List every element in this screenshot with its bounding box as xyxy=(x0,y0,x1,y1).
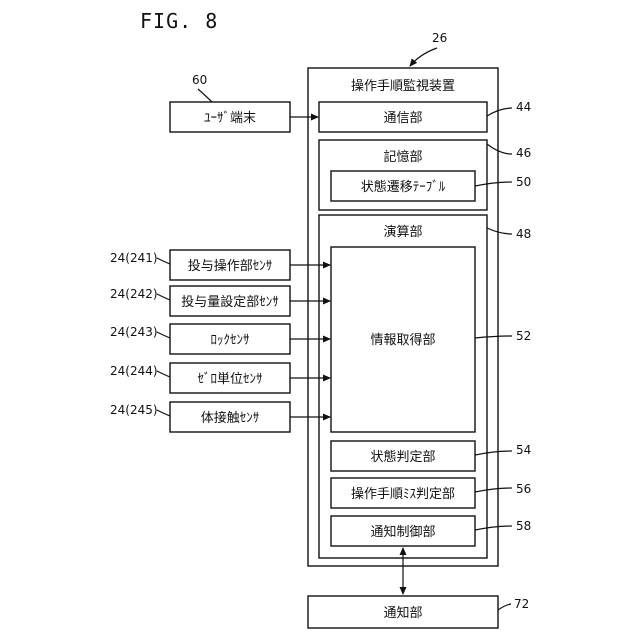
sensor-2: 投与量設定部ｾﾝｻ 24(242) xyxy=(110,286,330,316)
sensor-leader xyxy=(157,294,170,300)
user-terminal-ref: 60 xyxy=(192,73,207,87)
compute-unit-ref: 48 xyxy=(516,227,531,241)
comm-unit-ref: 44 xyxy=(516,100,531,114)
mistake-judge-ref: 56 xyxy=(516,482,531,496)
state-table-label: 状態遷移ﾃｰﾌﾞﾙ xyxy=(361,179,446,195)
compute-unit-label: 演算部 xyxy=(383,224,422,240)
user-terminal-leader xyxy=(198,89,212,102)
sensor-label: ﾛｯｸｾﾝｻ xyxy=(211,333,250,348)
state-judge-label: 状態判定部 xyxy=(370,449,435,465)
monitor-device-title: 操作手順監視装置 xyxy=(351,78,455,94)
sensor-label: 投与量設定部ｾﾝｻ xyxy=(181,294,279,310)
sensor-ref: 24(241) xyxy=(110,251,158,265)
monitor-device-ref: 26 xyxy=(432,31,447,45)
sensor-leader xyxy=(157,258,170,264)
sensor-ref: 24(243) xyxy=(110,325,158,339)
state-table-ref: 50 xyxy=(516,175,531,189)
sensor-leader xyxy=(157,410,170,416)
notify-ctrl-ref: 58 xyxy=(516,519,531,533)
sensor-label: ｾﾞﾛ単位ｾﾝｻ xyxy=(197,371,262,387)
sensor-4: ｾﾞﾛ単位ｾﾝｻ 24(244) xyxy=(110,363,330,393)
storage-unit-label: 記憶部 xyxy=(383,149,422,165)
info-acq-label: 情報取得部 xyxy=(370,332,435,348)
storage-unit-ref: 46 xyxy=(516,146,531,160)
sensor-label: 投与操作部ｾﾝｻ xyxy=(188,258,273,274)
notify-ctrl-label: 通知制御部 xyxy=(370,524,435,540)
sensor-ref: 24(242) xyxy=(110,287,158,301)
user-terminal-label: ﾕｰｻﾞ端末 xyxy=(204,111,256,126)
figure-title: FIG. 8 xyxy=(140,9,218,33)
notify-unit-leader xyxy=(498,604,511,610)
sensor-label: 体接触ｾﾝｻ xyxy=(201,410,260,426)
sensor-5: 体接触ｾﾝｻ 24(245) xyxy=(110,402,330,432)
info-acq-ref: 52 xyxy=(516,329,531,343)
sensor-1: 投与操作部ｾﾝｻ 24(241) xyxy=(110,250,330,280)
sensor-leader xyxy=(157,371,170,377)
comm-unit-label: 通信部 xyxy=(383,111,422,126)
monitor-ref-arrow xyxy=(410,48,437,66)
sensor-leader xyxy=(157,332,170,338)
sensor-3: ﾛｯｸｾﾝｻ 24(243) xyxy=(110,324,330,354)
notify-unit-label: 通知部 xyxy=(383,605,422,621)
notify-unit-ref: 72 xyxy=(514,597,529,611)
mistake-judge-label: 操作手順ﾐｽ判定部 xyxy=(351,486,455,502)
sensor-ref: 24(244) xyxy=(110,364,158,378)
sensor-ref: 24(245) xyxy=(110,403,158,417)
state-judge-ref: 54 xyxy=(516,443,531,457)
